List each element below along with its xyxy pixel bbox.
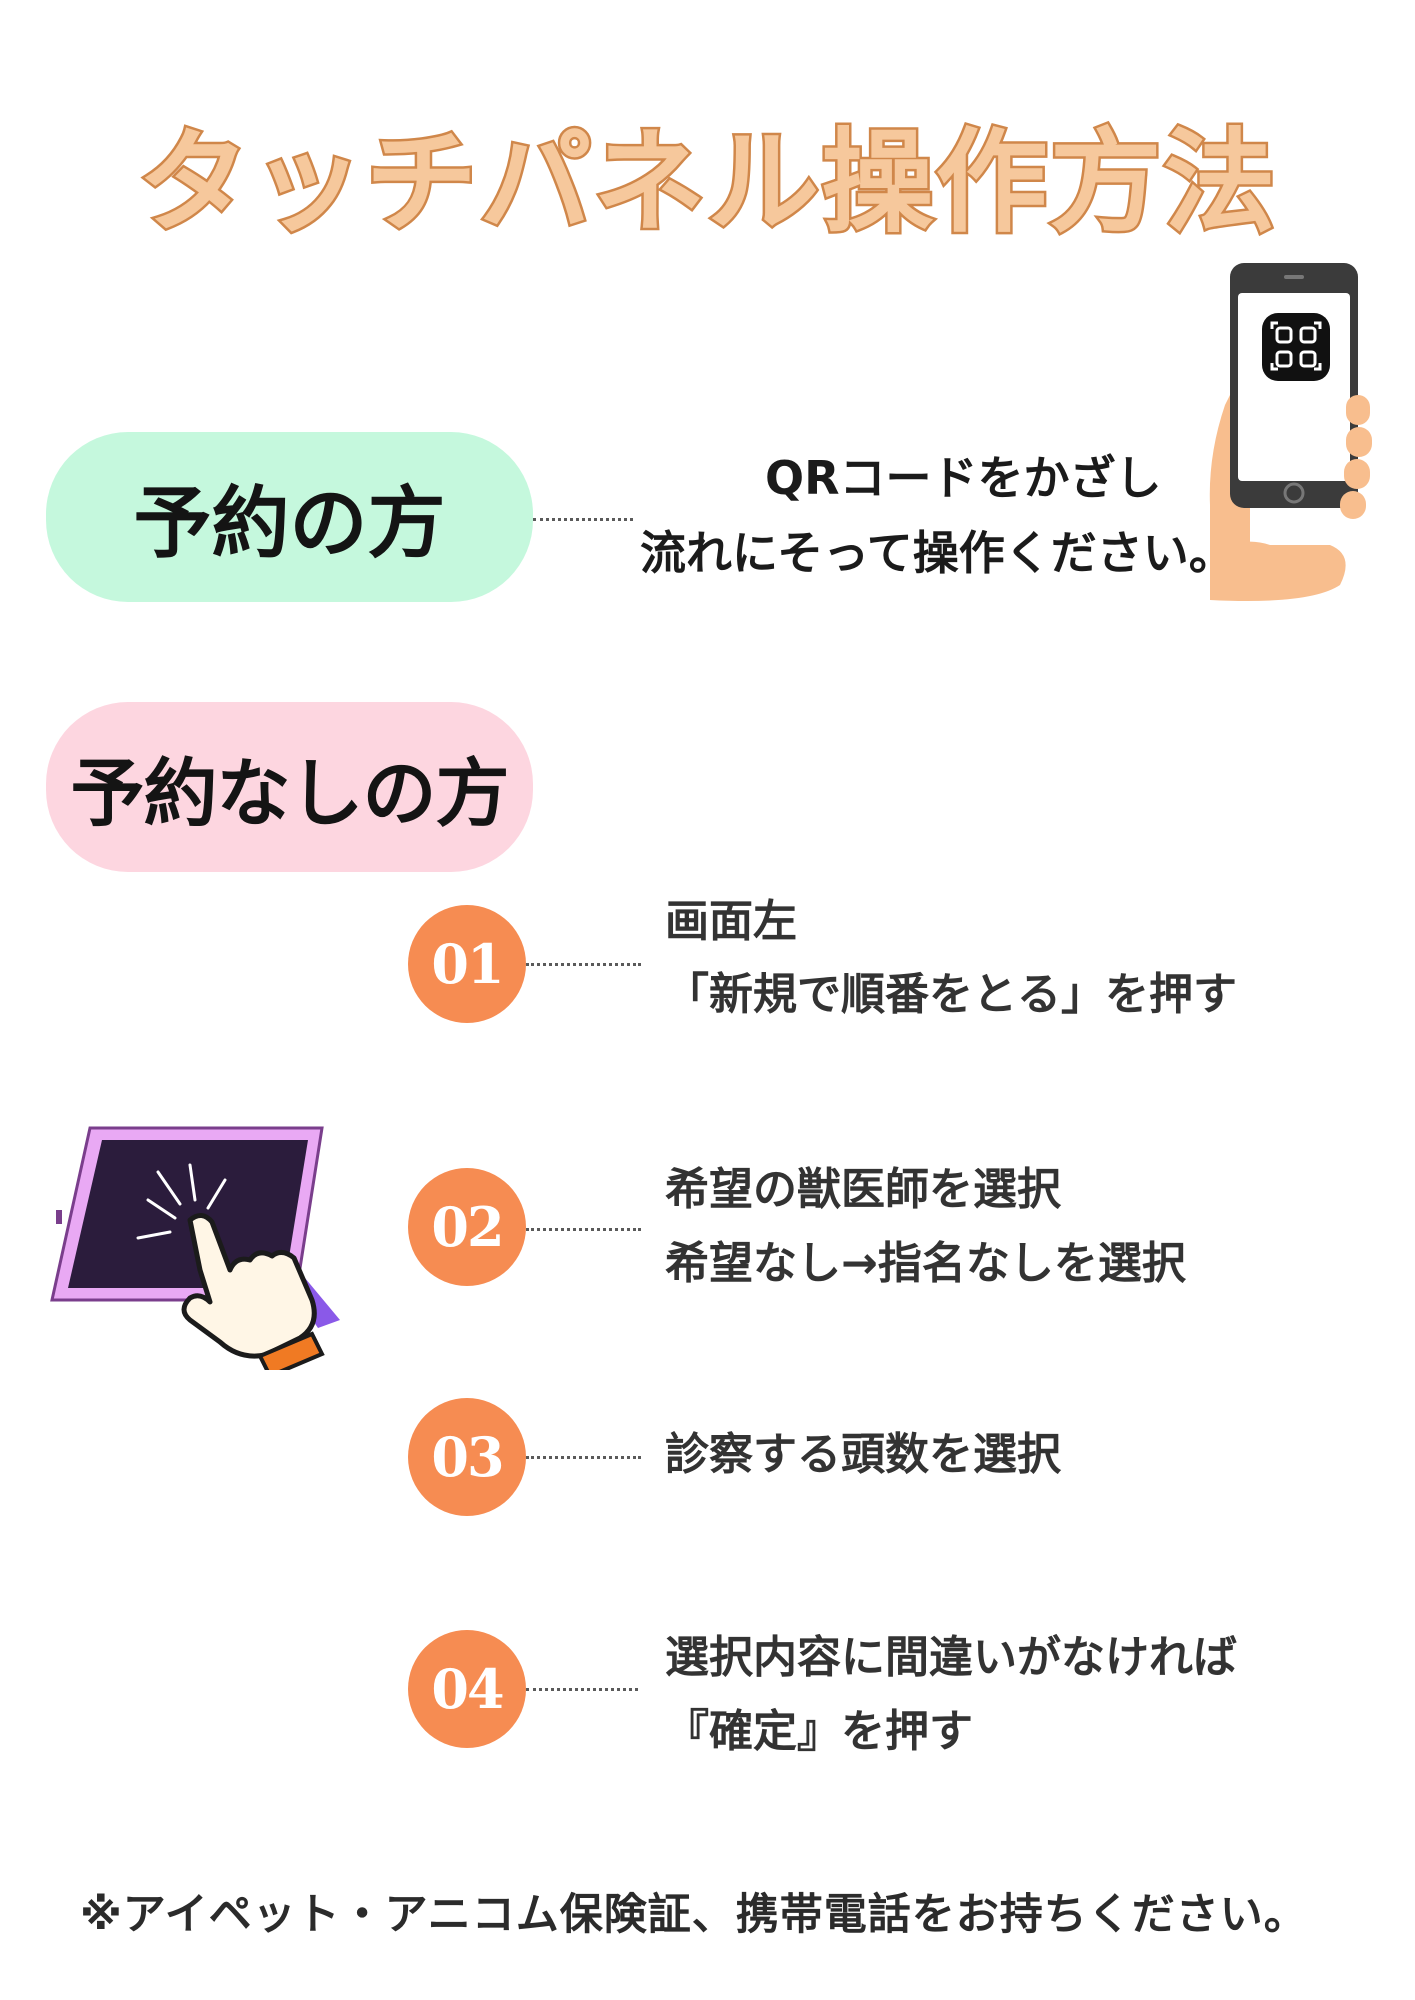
step-number-badge: 04 [408,1630,526,1748]
step-3-line-1: 診察する頭数を選択 [665,1429,1061,1480]
reserved-category-pill: 予約の方 [46,432,533,602]
reserved-instruction-line-2: 流れにそって操作ください。 [640,526,1235,580]
footnote: ※アイペット・アニコム保険証、携帯電話をお持ちください。 [80,1890,1308,1940]
step-number-badge: 02 [408,1168,526,1286]
step-connector [526,1228,641,1231]
step-connector [526,1456,641,1459]
reserved-instruction-line-1: QRコードをかざし [765,451,1162,505]
page-title: タッチパネル操作方法 [135,116,1278,251]
step-number-badge: 01 [408,905,526,1023]
reserved-connector [533,518,633,521]
walkin-category-pill: 予約なしの方 [46,702,533,872]
step-1-line-1: 画面左 [665,896,797,947]
tablet-touch-icon [50,1126,340,1370]
step-number-badge: 03 [408,1398,526,1516]
step-4-line-2: 『確定』を押す [665,1706,973,1757]
step-2-line-2: 希望なし→指名なしを選択 [665,1238,1186,1289]
step-connector [526,1688,638,1691]
step-4-line-1: 選択内容に間違いがなければ [665,1632,1237,1683]
step-connector [526,963,641,966]
step-1-line-2: 「新規で順番をとる」を押す [665,969,1237,1020]
step-2-line-1: 希望の獣医師を選択 [665,1164,1061,1215]
phone-qr-icon [1209,263,1372,601]
